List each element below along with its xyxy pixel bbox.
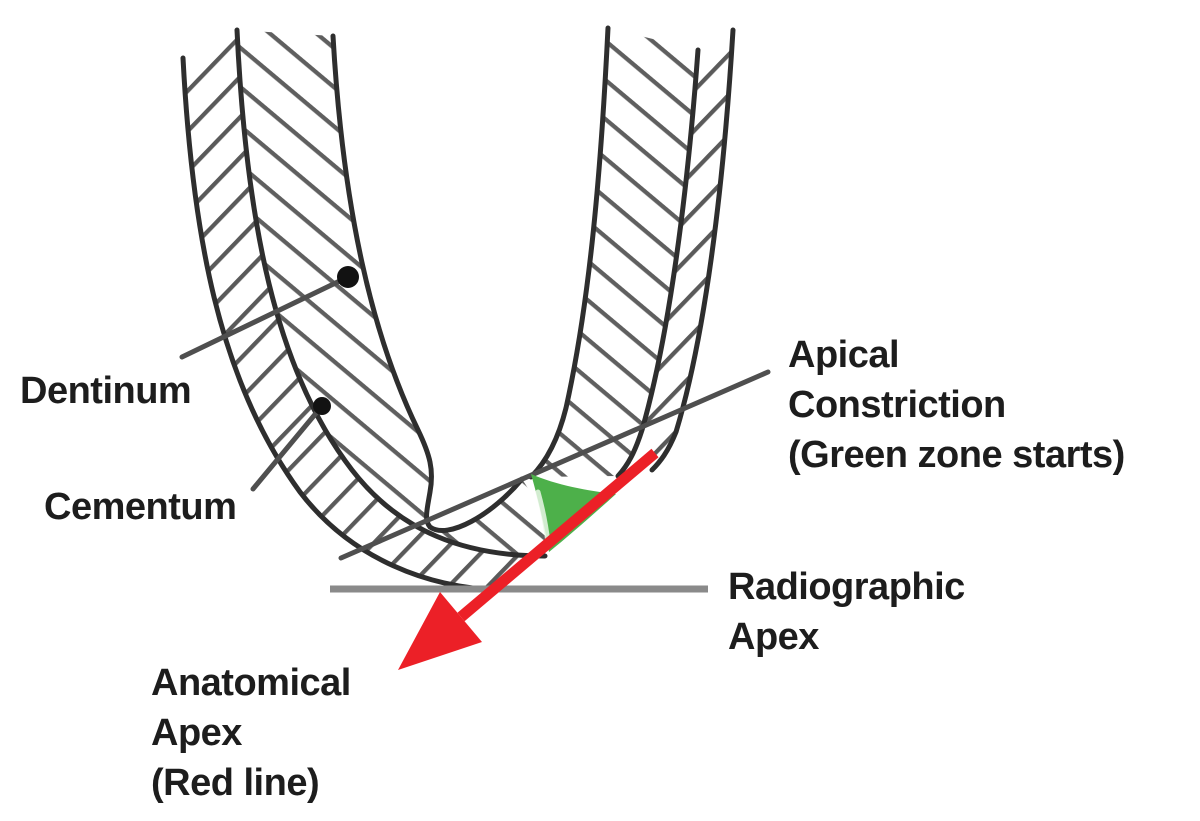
cementum-leader-line xyxy=(250,403,325,492)
label-anatomical-apex: Anatomical Apex (Red line) xyxy=(151,662,351,804)
label-cementum: Cementum xyxy=(44,486,237,528)
right-canal-wall-contour xyxy=(528,25,611,480)
left-canal-wall-contour xyxy=(330,33,525,533)
dentinum-marker-dot xyxy=(337,266,359,288)
anatomical-apex-arrow-shaft xyxy=(457,448,659,622)
right-cementum-band xyxy=(618,30,733,476)
cementum-marker-dot xyxy=(313,397,331,415)
left-dentin-band xyxy=(237,30,560,556)
label-radiographic-apex: Radiographic Apex xyxy=(728,566,965,658)
anatomical-apex-arrowhead xyxy=(398,592,482,670)
label-dentinum: Dentinum xyxy=(20,370,192,412)
dentinum-leader-line xyxy=(179,274,351,360)
green-zone-wedge xyxy=(531,474,616,552)
label-apical-constriction: Apical Constriction (Green zone starts) xyxy=(788,334,1125,476)
right-boundary-contour xyxy=(615,47,701,479)
leader-lines xyxy=(179,274,771,561)
apical-constriction-leader-line xyxy=(338,369,771,561)
left-boundary-contour xyxy=(234,27,548,559)
right-outer-contour xyxy=(649,27,736,473)
